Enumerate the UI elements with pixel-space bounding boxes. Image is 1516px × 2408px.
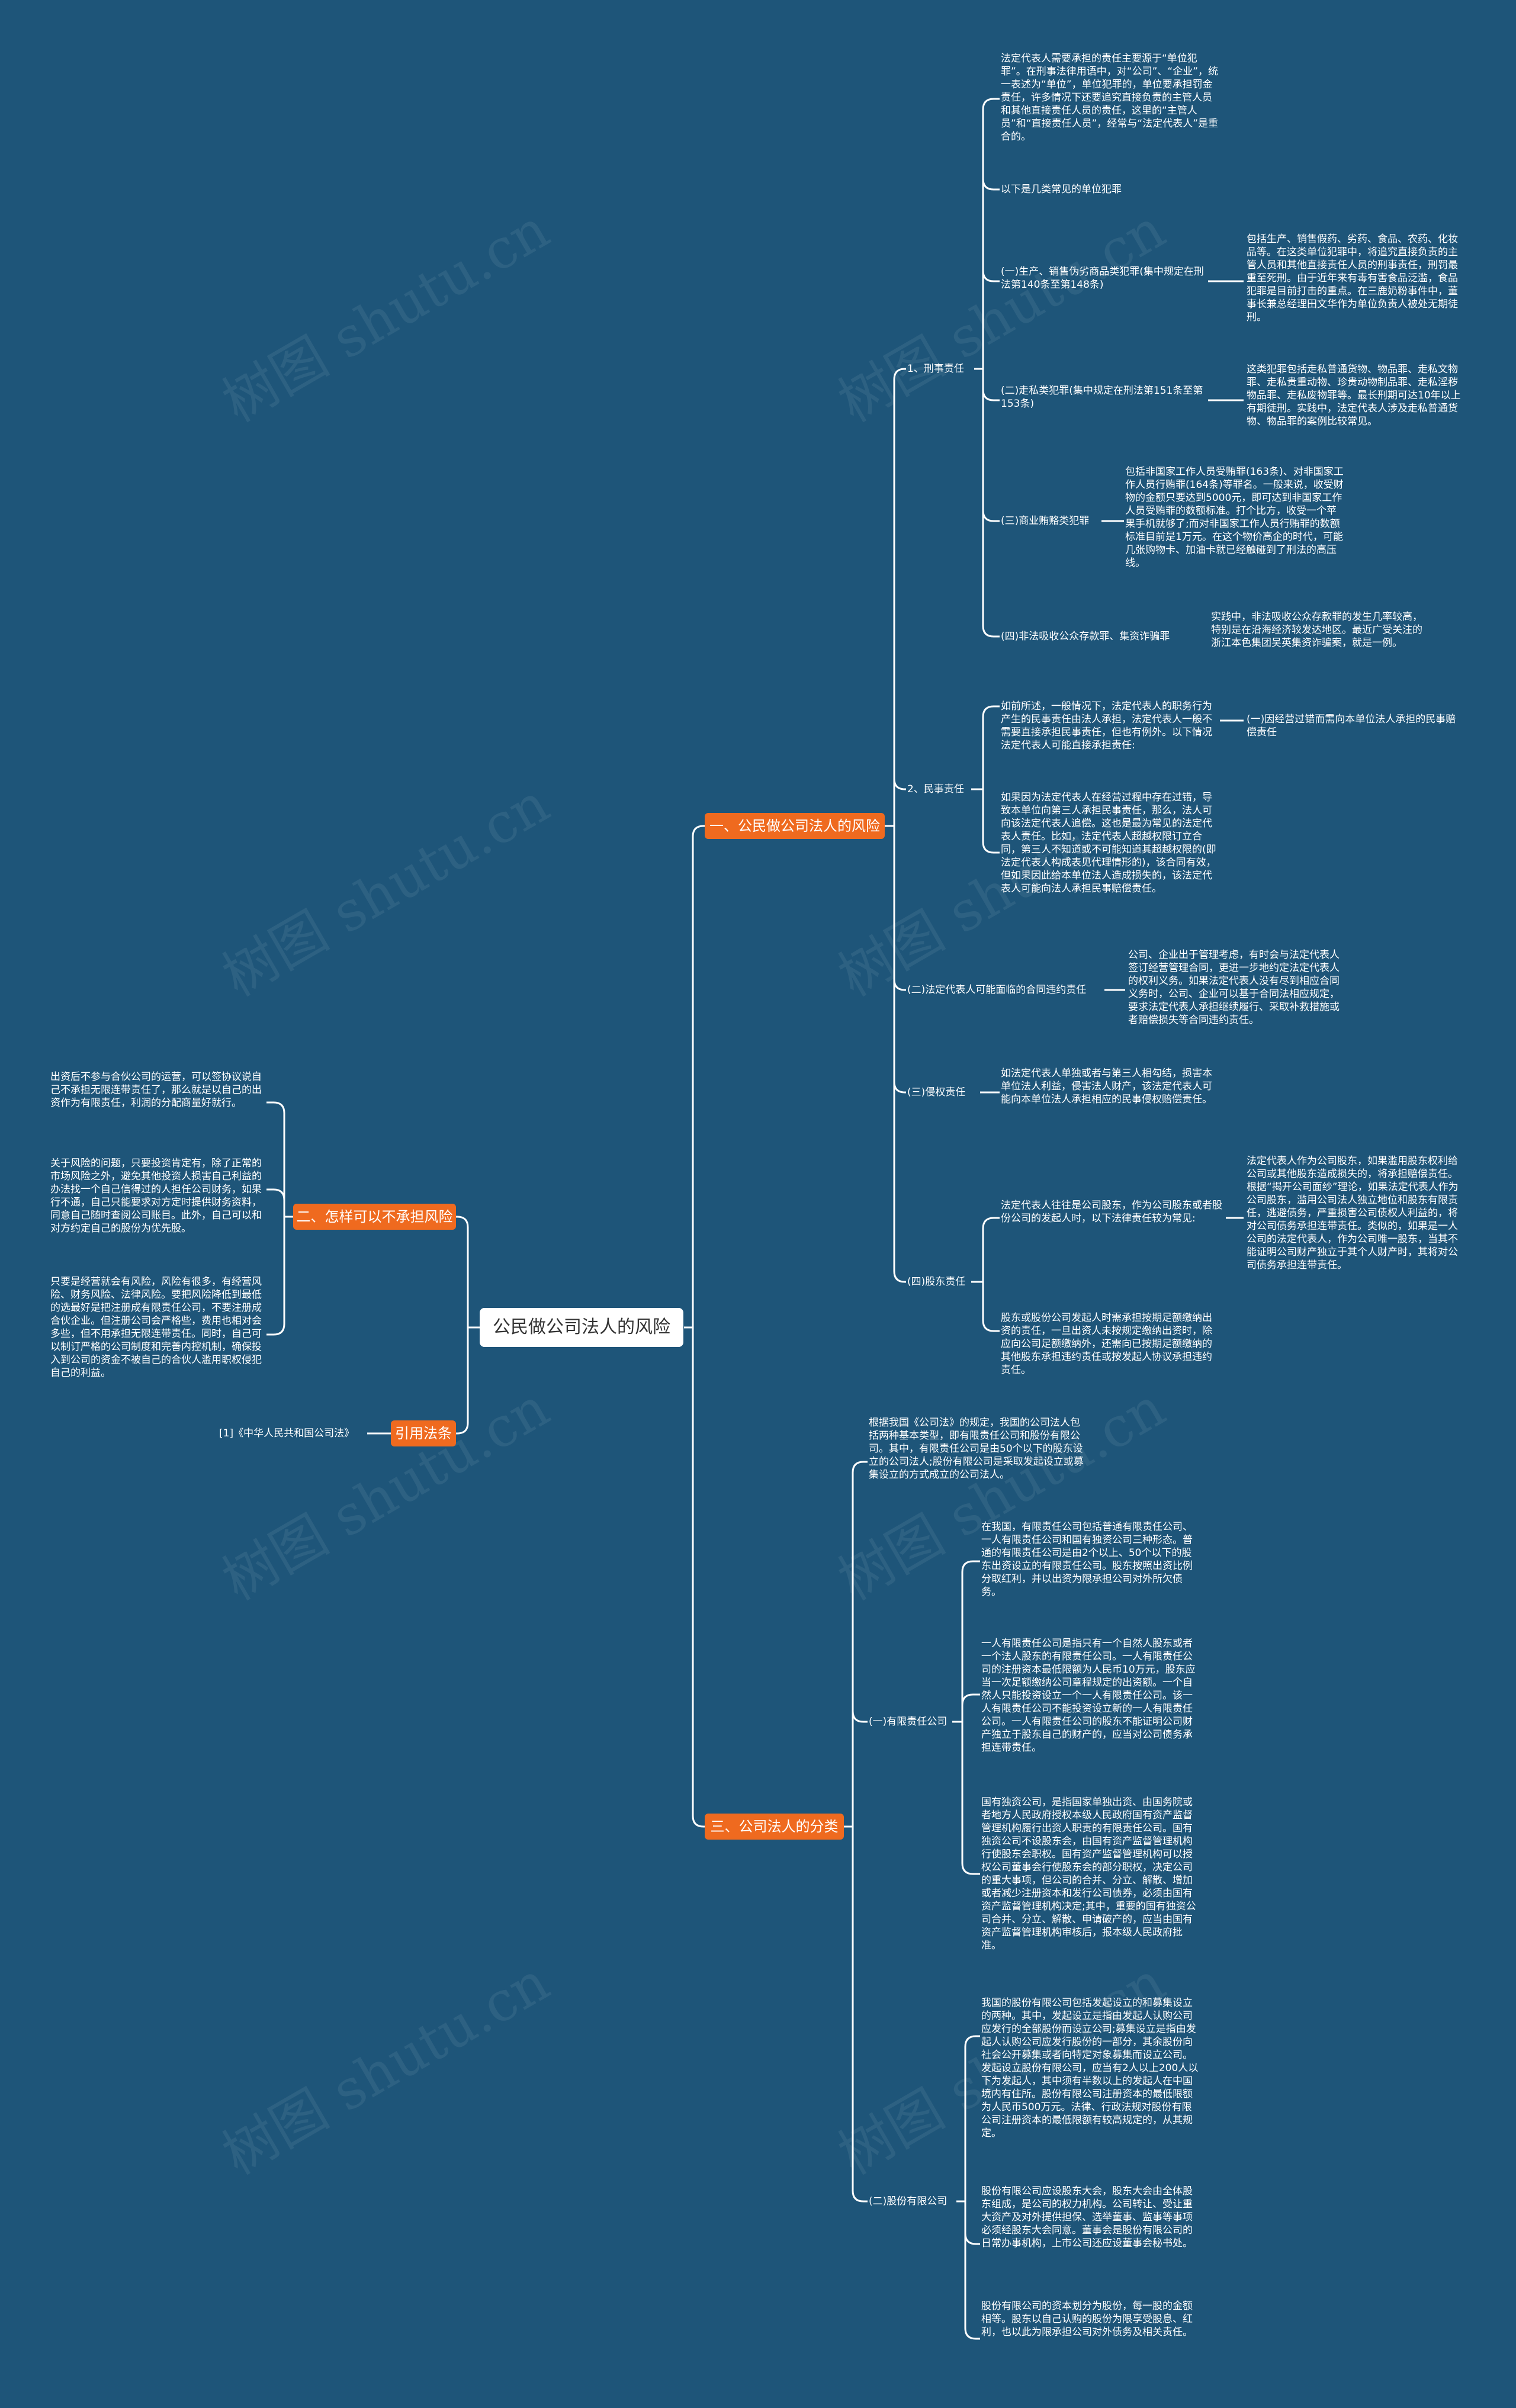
contract-breach-liability: (二)法定代表人可能面临的合同违约责任 <box>907 984 1087 996</box>
smuggling-detail: 这类犯罪包括走私普通货物、物品罪、走私文物罪、走私贵重动物、珍贵动物制品罪、走私… <box>1247 364 1461 427</box>
branch3-links <box>844 1461 980 2340</box>
tort-liability: (三)侵权责任 <box>907 1086 966 1098</box>
illegal-deposit-crime: (四)非法吸收公众存款罪、集资诈骗罪 <box>1001 631 1170 642</box>
commercial-bribery-crime: (三)商业贿赂类犯罪 <box>1001 515 1090 527</box>
commercial-bribery-detail: 包括非国家工作人员受贿罪(163条)、对非国家工作人员行贿罪(164条)等罪名。… <box>1125 466 1344 569</box>
single-member-llc: 一人有限责任公司是指只有一个自然人股东或者一个法人股东的有限责任公司。一人有限责… <box>981 1638 1196 1754</box>
state-owned-company: 国有独资公司，是指国家单独出资、由国务院或者地方人民政府授权本级人民政府国有资产… <box>981 1796 1196 1952</box>
company-law-citation: [1]《中华人民共和国公司法》 <box>219 1428 355 1439</box>
tort-liability-detail: 如法定代表人单独或者与第三人相勾结，损害本单位法人利益，侵害法人财产，该法定代表… <box>1001 1068 1212 1105</box>
shareholders-meeting: 股份有限公司应设股东大会，股东大会由全体股东组成，是公司的权力机构。公司转让、受… <box>981 2185 1193 2249</box>
unit-crime-intro: 法定代表人需要承担的责任主要源于“单位犯罪”。在刑事法律用语中，对“公司”、“企… <box>1001 53 1219 143</box>
common-unit-crimes-label: 以下是几类常见的单位犯罪 <box>1001 184 1122 195</box>
shareholder-liability: (四)股东责任 <box>907 1276 966 1288</box>
joint-stock-company: (二)股份有限公司 <box>869 2195 948 2207</box>
branch1-links <box>885 98 1244 1332</box>
abuse-shareholder-rights: 法定代表人作为公司股东，如果滥用股东权利给公司或其他股东造成损失的，将承担赔偿责… <box>1247 1155 1459 1271</box>
investment-risk-advice: 关于风险的问题，只要投资肯定有，除了正常的市场风险之外，避免其他投资人损害自己利… <box>50 1158 262 1234</box>
fault-compensation-liability: (一)因经营过错而需向本单位法人承担的民事赔偿责任 <box>1247 713 1456 738</box>
root-topic[interactable]: 公民做公司法人的风险 <box>480 1308 683 1347</box>
counterfeit-goods-detail: 包括生产、销售假药、劣药、食品、农药、化妆品等。在这类单位犯罪中，将追究直接负责… <box>1247 233 1458 323</box>
shareholder-liability-intro: 法定代表人往往是公司股东，作为公司股东或者股份公司的发起人时，以下法律责任较为常… <box>1001 1200 1222 1224</box>
company-types-intro: 根据我国《公司法》的规定，我国的公司法人包括两种基本类型，即有限责任公司和股份有… <box>869 1417 1084 1481</box>
limited-liability-company: (一)有限责任公司 <box>869 1716 948 1728</box>
root-to-branches <box>456 825 705 1828</box>
branch2-links <box>266 1101 391 1435</box>
branch-company-types[interactable]: 三、公司法人的分类 <box>705 1814 844 1840</box>
branch-law-citation[interactable]: 引用法条 <box>391 1420 456 1446</box>
civil-liability: 2、民事责任 <box>907 783 964 795</box>
civil-liability-intro: 如前所述，一般情况下，法定代表人的职务行为产生的民事责任由法人承担，法定代表人一… <box>1001 700 1212 751</box>
branch-avoid-risk[interactable]: 二、怎样可以不承担风险 <box>293 1204 456 1230</box>
smuggling-crime: (二)走私类犯罪(集中规定在刑法第151条至第153条) <box>1001 385 1203 410</box>
joint-stock-establishment: 我国的股份有限公司包括发起设立的和募集设立的两种。其中，发起设立是指由发起人认购… <box>981 1997 1199 2139</box>
contract-breach-detail: 公司、企业出于管理考虑，有时会与法定代表人签订经营管理合同，更进一步地约定法定代… <box>1128 949 1340 1026</box>
criminal-liability: 1、刑事责任 <box>907 363 964 375</box>
branch-risks[interactable]: 一、公民做公司法人的风险 <box>705 813 885 839</box>
limited-partner-advice: 出资后不参与合伙公司的运营，可以签协议说自己不承担无限连带责任了，那么就是以自己… <box>50 1071 262 1109</box>
business-risk-advice: 只要是经营就会有风险，风险有很多，有经营风险、财务风险、法律风险。要把风险降低到… <box>50 1276 262 1379</box>
llc-forms: 在我国，有限责任公司包括普通有限责任公司、一人有限责任公司和国有独资公司三种形态… <box>981 1521 1193 1598</box>
civil-liability-detail: 如果因为法定代表人在经营过程中存在过错，导致本单位向第三人承担民事责任，那么，法… <box>1001 792 1216 895</box>
counterfeit-goods-crime: (一)生产、销售伪劣商品类犯罪(集中规定在刑法第140条至第148条) <box>1001 266 1204 291</box>
share-capital: 股份有限公司的资本划分为股份，每一股的金额相等。股东以自己认购的股份为限享受股息… <box>981 2300 1193 2338</box>
illegal-deposit-detail: 实践中，非法吸收公众存款罪的发生几率较高，特别是在沿海经济较发达地区。最近广受关… <box>1211 611 1422 649</box>
capital-contribution-duty: 股东或股份公司发起人时需承担按期足额缴纳出资的责任，一旦出资人未按规定缴纳出资时… <box>1001 1312 1212 1376</box>
